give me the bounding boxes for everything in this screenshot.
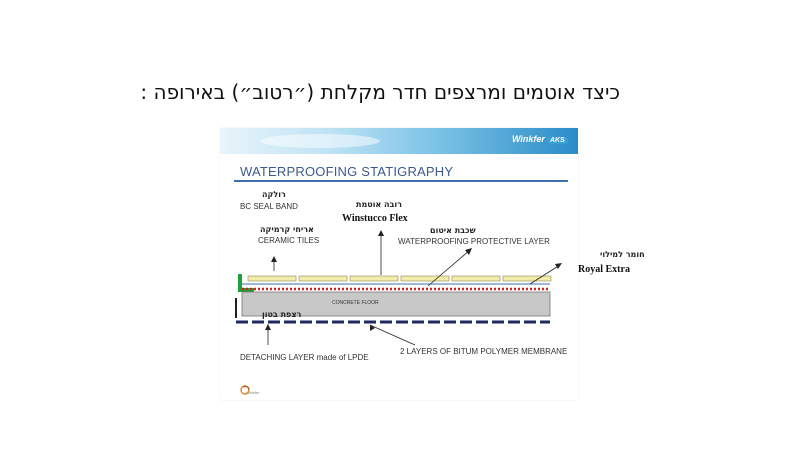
ceramic-english-label: CERAMIC TILES (258, 236, 320, 245)
filler-hebrew-label: חומר למילוי (600, 250, 645, 259)
ceramic-hebrew-label: אריחי קרמיקה (260, 225, 314, 234)
seal-band-hebrew-label: רולקה (262, 190, 286, 199)
bitum-membrane-label: 2 LAYERS OF BITUM POLYMER MEMBRANE (400, 347, 568, 356)
grout-product-label: Winstucco Flex (342, 213, 408, 224)
slide-title: כיצד אוטמים ומרצפים חדר מקלחת (״רטוב״) ב… (140, 80, 620, 104)
heading-rule (234, 180, 568, 182)
footer-logo-icon (240, 385, 250, 395)
water-wave-graphic (260, 134, 380, 148)
stratigraphy-diagram (235, 230, 562, 346)
diagram-heading: WATERPROOFING STATIGRAPHY (240, 164, 454, 179)
concrete-hebrew-label: רצפת בטון (262, 310, 302, 319)
filler-product-label: Royal Extra (578, 264, 630, 275)
header-banner (220, 128, 578, 154)
seal-band-shape (238, 274, 254, 292)
detaching-layer-label: DETACHING LAYER made of LPDE (240, 353, 369, 362)
seal-band-english-label: BC SEAL BAND (240, 202, 298, 211)
ceramic-tiles-layer (247, 275, 552, 282)
grout-hebrew-label: רובה אוטמת (356, 200, 402, 209)
brand-logo-badge: AKS (546, 137, 568, 144)
waterproof-hebrew-label: שכבת איטום (430, 226, 476, 235)
brand-logo-text: Winkfer (512, 134, 545, 144)
leader-arrows (265, 230, 562, 331)
concrete-english-label: CONCRETE FLOOR (332, 300, 379, 306)
footer-logo-text: Winkfer (246, 390, 260, 395)
concrete-floor-shape (241, 291, 551, 317)
waterproof-english-label: WATERPROOFING PROTECTIVE LAYER (398, 237, 550, 246)
